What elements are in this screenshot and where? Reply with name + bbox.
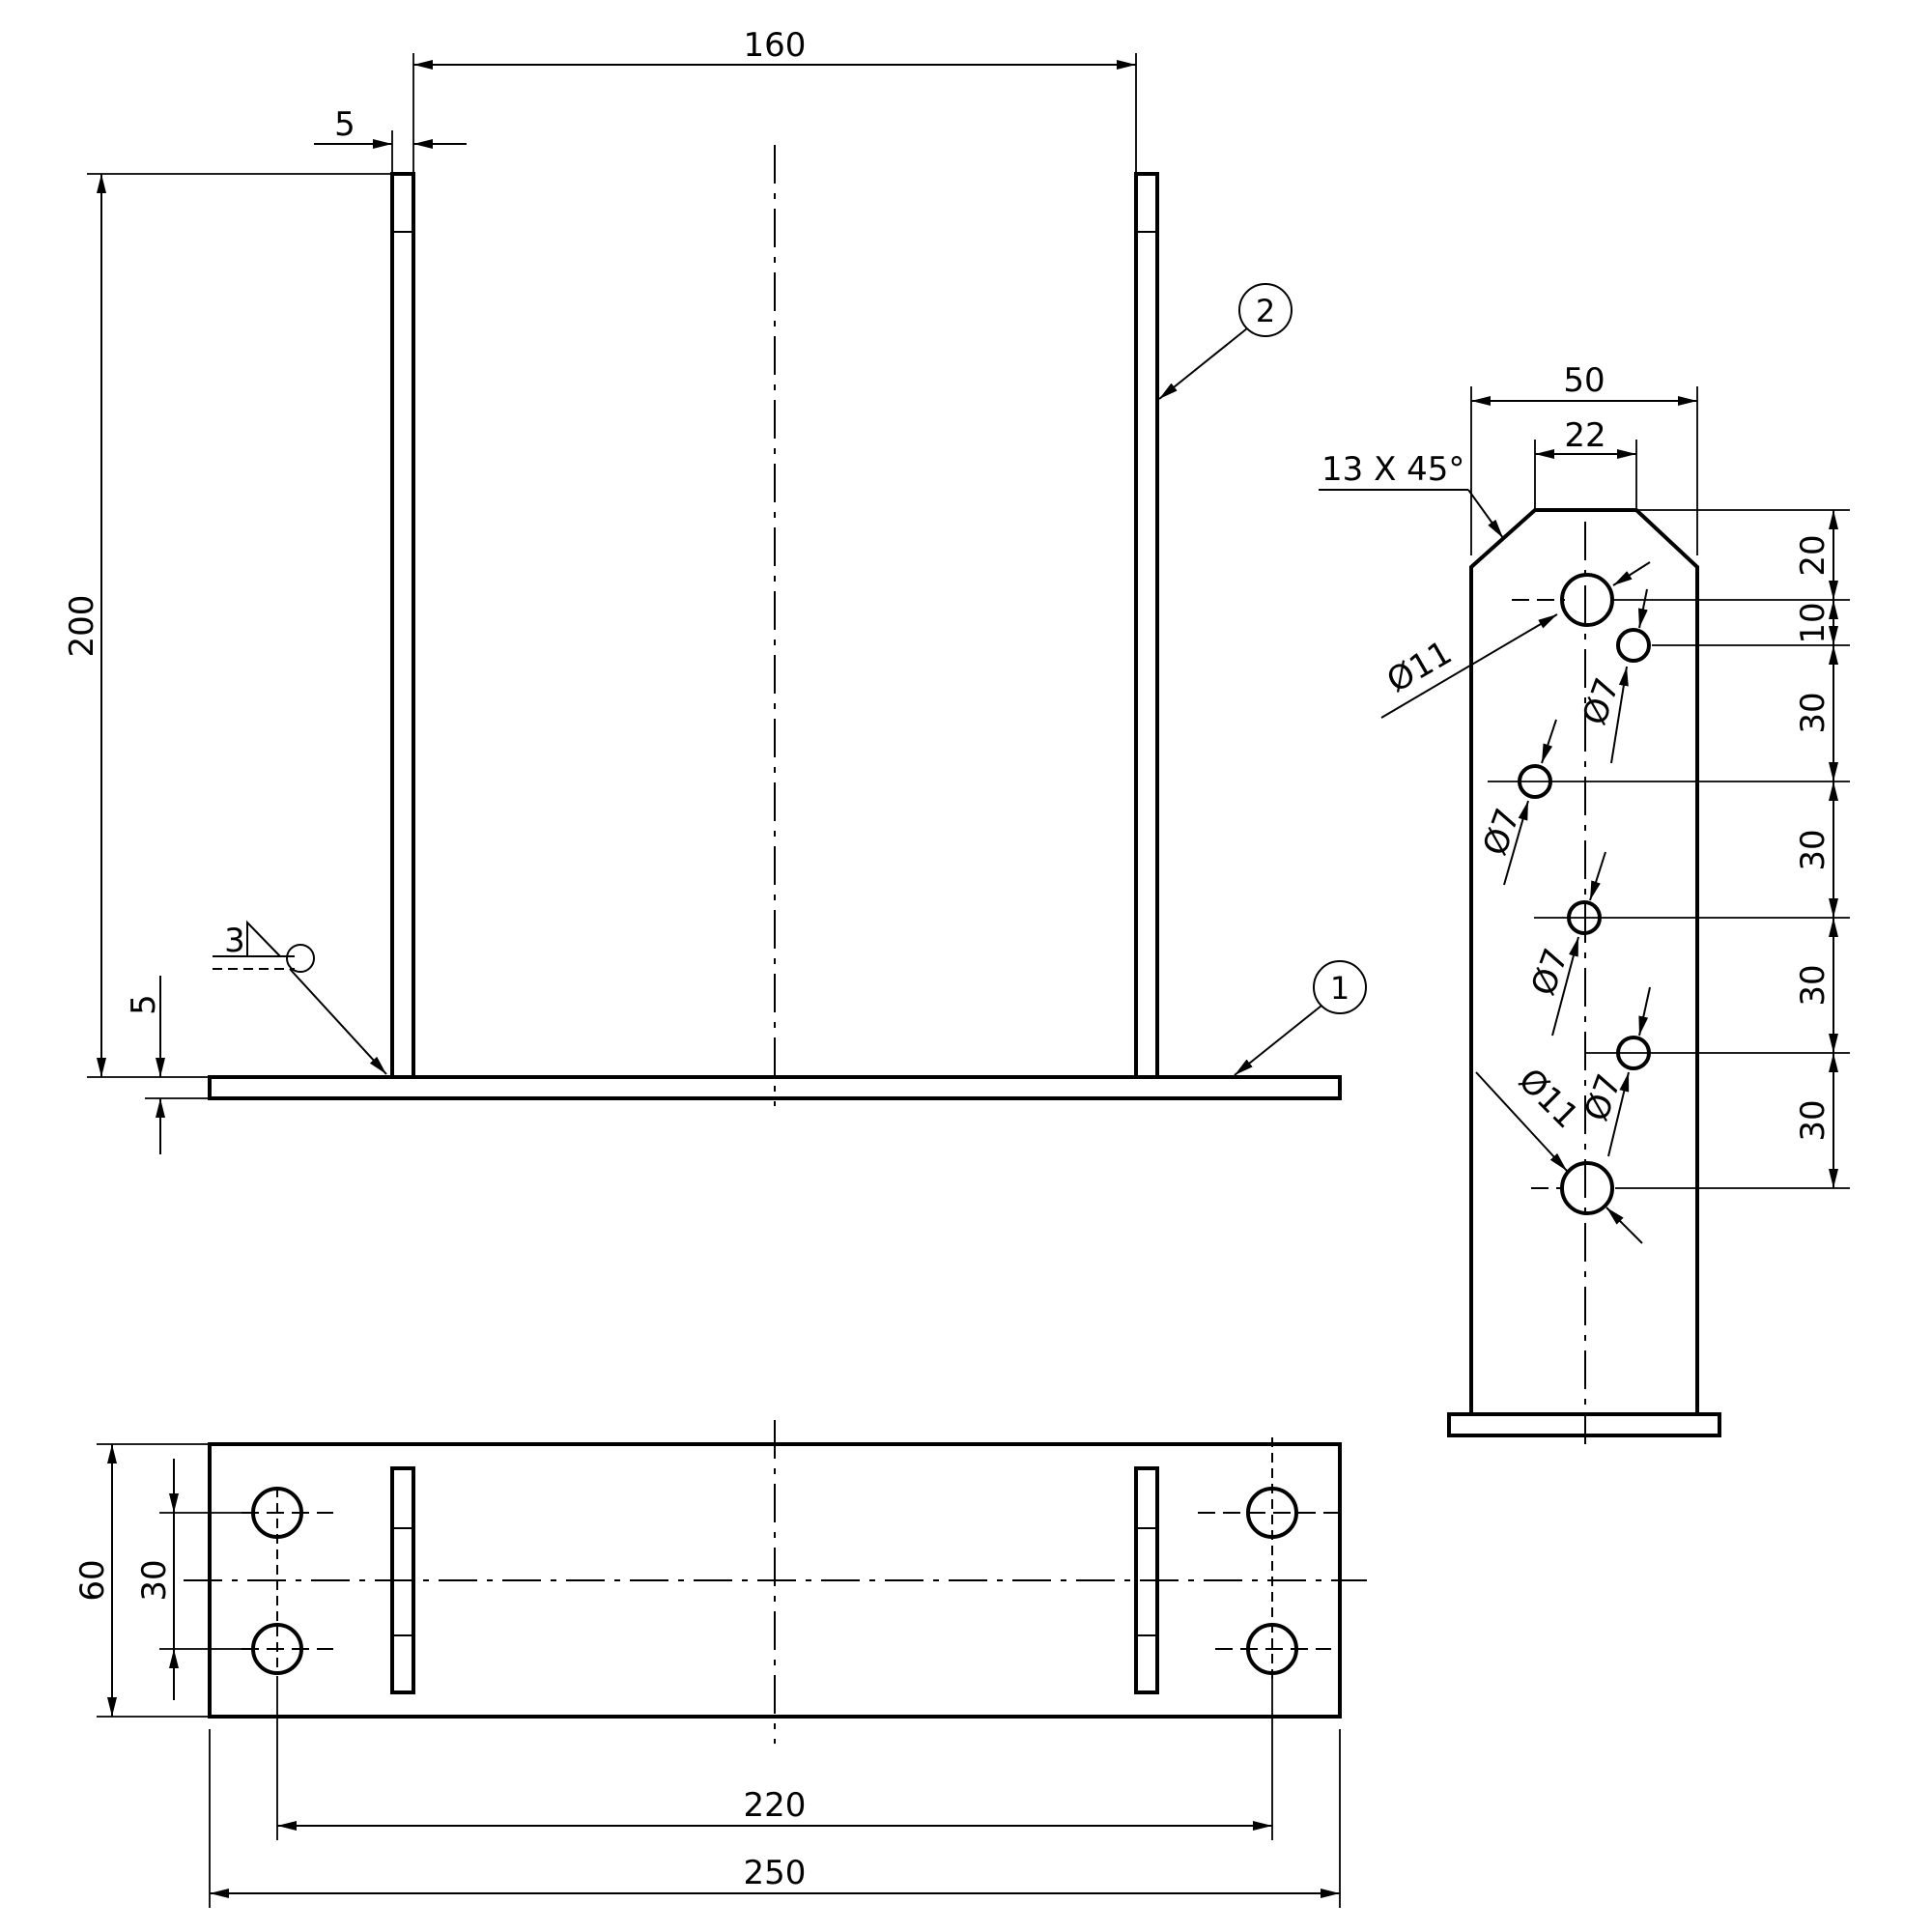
dim-30-plan: 30: [135, 1559, 174, 1601]
dim-5-thickness: 5: [334, 105, 355, 144]
dim-10: 10: [1794, 602, 1833, 643]
dim-250: 250: [744, 1854, 807, 1892]
dim-20: 20: [1794, 534, 1833, 576]
front-right-upright: [1134, 172, 1159, 1079]
balloon-part-1: 1: [1234, 960, 1367, 1076]
label-hole-large-top: Ø11: [1380, 634, 1459, 701]
front-left-upright: [390, 172, 415, 1079]
plan-view: 60 30 220 250: [73, 1420, 1367, 1908]
dim-30-c: 30: [1794, 964, 1833, 1006]
dim-60: 60: [73, 1559, 112, 1601]
balloon-1-label: 1: [1330, 970, 1350, 1007]
plan-hole-bottom-left: [242, 1623, 333, 1675]
label-hole-small-3: Ø7: [1524, 944, 1577, 1001]
side-hole-large-bottom: [1560, 1161, 1614, 1215]
front-base-plate: [208, 1075, 1342, 1100]
dim-220: 220: [744, 1786, 807, 1825]
dim-200: 200: [63, 595, 101, 658]
side-hole-small-1: [1616, 628, 1651, 663]
balloon-2-label: 2: [1256, 293, 1275, 329]
weld-size: 3: [224, 922, 245, 960]
dim-30-b: 30: [1794, 829, 1833, 870]
label-hole-large-bottom: Ø11: [1511, 1061, 1586, 1136]
dim-22: 22: [1564, 416, 1605, 455]
dim-30-d: 30: [1794, 1099, 1833, 1141]
weld-symbol: 3: [213, 920, 387, 1075]
label-hole-small-2: Ø7: [1476, 804, 1528, 861]
plan-hole-top-left: [242, 1487, 333, 1539]
balloon-part-2: 2: [1158, 283, 1293, 400]
front-view: 160 5 200 5 3 2: [63, 26, 1367, 1154]
label-hole-small-1: Ø7: [1576, 673, 1628, 730]
side-view: 50 22 13 X 45° Ø11 Ø7 Ø7 Ø7 Ø7 Ø11: [1319, 361, 1850, 1444]
side-hole-large-top: [1560, 573, 1614, 627]
dim-160: 160: [744, 26, 807, 65]
chamfer-callout: 13 X 45°: [1321, 450, 1464, 489]
dim-30-a: 30: [1794, 692, 1833, 733]
plan-hole-top-right: [1198, 1487, 1348, 1539]
dim-5-base: 5: [125, 994, 163, 1015]
dim-50: 50: [1563, 361, 1605, 400]
